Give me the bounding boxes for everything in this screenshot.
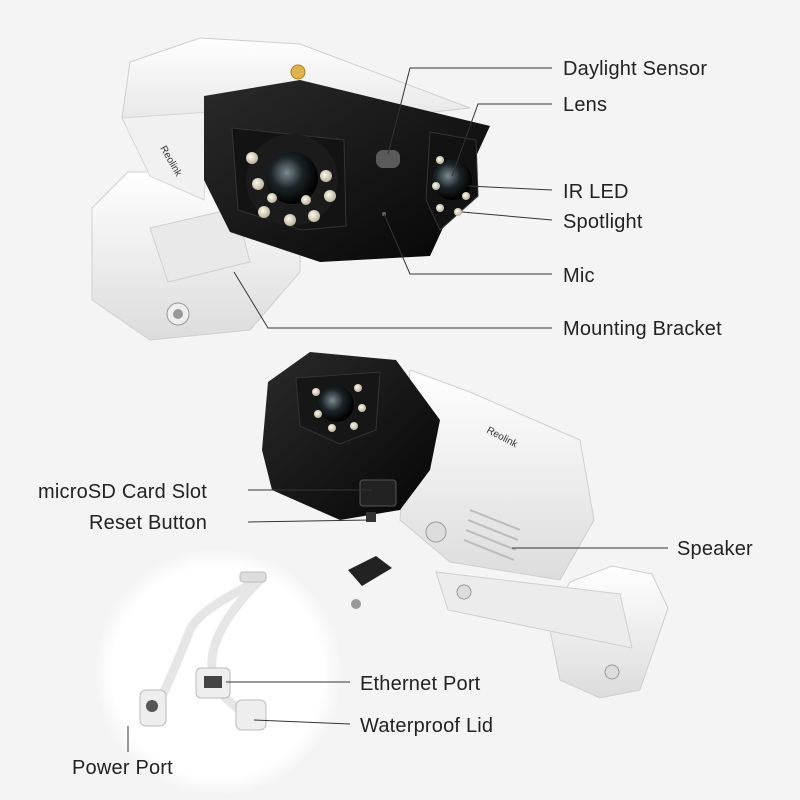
cable-connectors [139,571,267,731]
top-camera: Reolink [91,37,490,341]
label-microsd-slot: microSD Card Slot [38,481,207,503]
label-spotlight: Spotlight [563,211,643,233]
label-ir-led: IR LED [563,181,629,203]
label-daylight-sensor: Daylight Sensor [563,58,708,80]
label-power-port: Power Port [72,757,173,779]
label-ethernet-port: Ethernet Port [360,673,481,695]
label-speaker: Speaker [677,538,753,560]
label-waterproof-lid: Waterproof Lid [360,715,494,737]
label-lens: Lens [563,94,608,116]
bottom-camera: Reolink [262,352,669,699]
label-mounting-bracket: Mounting Bracket [563,318,722,340]
label-reset-button: Reset Button [89,512,208,534]
leader-lines [127,67,668,752]
label-mic: Mic [563,265,595,287]
